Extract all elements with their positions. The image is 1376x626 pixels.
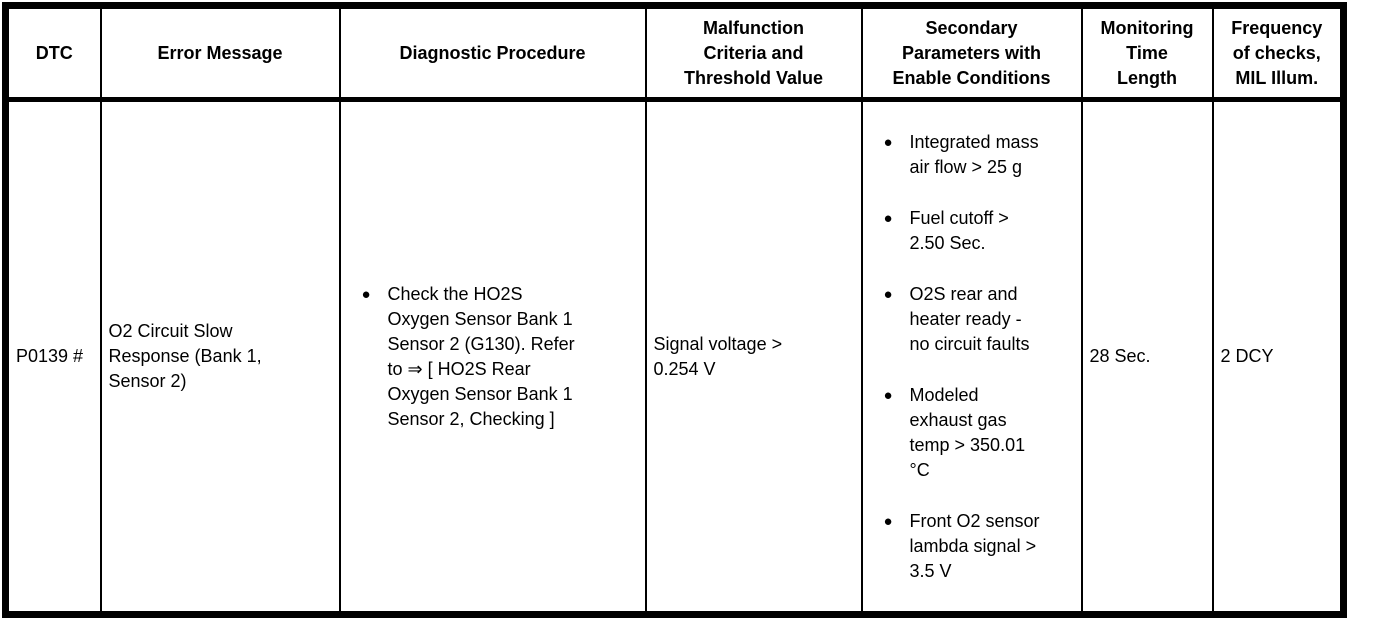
diagnostic-step-text: Check the HO2S Oxygen Sensor Bank 1 Sens… xyxy=(387,283,575,429)
secondary-parameter-text: O2S rear and heater ready - no circuit f… xyxy=(909,283,1030,354)
header-label: Secondary Parameters with Enable Conditi… xyxy=(892,17,1051,88)
header-frequency-checks: Frequency of checks, MIL Illum. xyxy=(1211,4,1345,102)
frequency-checks-text: 2 DCY xyxy=(1220,346,1274,366)
bullet-icon: ● xyxy=(883,209,893,227)
cell-dtc: P0139 # xyxy=(4,98,102,616)
error-message-text: O2 Circuit Slow Response (Bank 1, Sensor… xyxy=(108,321,262,391)
list-item: ● O2S rear and heater ready - no circuit… xyxy=(870,282,1077,357)
dtc-table: DTC Error Message Diagnostic Procedure M… xyxy=(2,2,1347,618)
secondary-parameter-text: Fuel cutoff > 2.50 Sec. xyxy=(909,207,1009,253)
secondary-parameter-text: Modeled exhaust gas temp > 350.01 °C xyxy=(909,384,1026,480)
header-malfunction-criteria: Malfunction Criteria and Threshold Value xyxy=(644,4,863,102)
list-item: ● Check the HO2S Oxygen Sensor Bank 1 Se… xyxy=(348,282,641,432)
list-item: ● Fuel cutoff > 2.50 Sec. xyxy=(870,206,1077,256)
bullet-icon: ● xyxy=(883,133,893,151)
table-header-row: DTC Error Message Diagnostic Procedure M… xyxy=(4,4,1345,102)
secondary-parameter-text: Integrated mass air flow > 25 g xyxy=(909,131,1039,177)
table-row: P0139 # O2 Circuit Slow Response (Bank 1… xyxy=(4,98,1345,616)
header-diagnostic-procedure: Diagnostic Procedure xyxy=(338,4,647,102)
secondary-parameter-text: Front O2 sensor lambda signal > 3.5 V xyxy=(909,510,1040,581)
bullet-icon: ● xyxy=(883,512,893,530)
cell-monitoring-time: 28 Sec. xyxy=(1080,98,1214,616)
malfunction-criteria-text: Signal voltage > 0.254 V xyxy=(653,333,783,379)
header-label: Monitoring Time Length xyxy=(1100,17,1194,88)
header-label: Malfunction Criteria and Threshold Value xyxy=(683,17,824,88)
header-label: Frequency of checks, MIL Illum. xyxy=(1231,17,1323,88)
cell-secondary-parameters: ● Integrated mass air flow > 25 g ● Fuel… xyxy=(860,98,1083,616)
header-label: Error Message xyxy=(157,42,283,63)
cell-diagnostic-procedure: ● Check the HO2S Oxygen Sensor Bank 1 Se… xyxy=(338,98,647,616)
diagnostic-bullet-list: ● Check the HO2S Oxygen Sensor Bank 1 Se… xyxy=(348,282,641,432)
bullet-icon: ● xyxy=(883,386,893,404)
dtc-code: P0139 # xyxy=(16,346,84,366)
header-secondary-parameters: Secondary Parameters with Enable Conditi… xyxy=(860,4,1083,102)
list-item: ● Modeled exhaust gas temp > 350.01 °C xyxy=(870,383,1077,483)
header-dtc: DTC xyxy=(4,4,102,102)
secondary-bullet-list: ● Integrated mass air flow > 25 g ● Fuel… xyxy=(870,130,1077,584)
list-item: ● Integrated mass air flow > 25 g xyxy=(870,130,1077,180)
header-monitoring-time: Monitoring Time Length xyxy=(1080,4,1214,102)
list-item: ● Front O2 sensor lambda signal > 3.5 V xyxy=(870,509,1077,584)
header-label: Diagnostic Procedure xyxy=(399,42,586,63)
bullet-icon: ● xyxy=(361,285,371,303)
header-label: DTC xyxy=(35,42,73,63)
cell-malfunction-criteria: Signal voltage > 0.254 V xyxy=(644,98,863,616)
cell-frequency-checks: 2 DCY xyxy=(1211,98,1345,616)
bullet-icon: ● xyxy=(883,285,893,303)
header-error-message: Error Message xyxy=(99,4,341,102)
cell-error-message: O2 Circuit Slow Response (Bank 1, Sensor… xyxy=(99,98,341,616)
monitoring-time-text: 28 Sec. xyxy=(1089,346,1151,366)
